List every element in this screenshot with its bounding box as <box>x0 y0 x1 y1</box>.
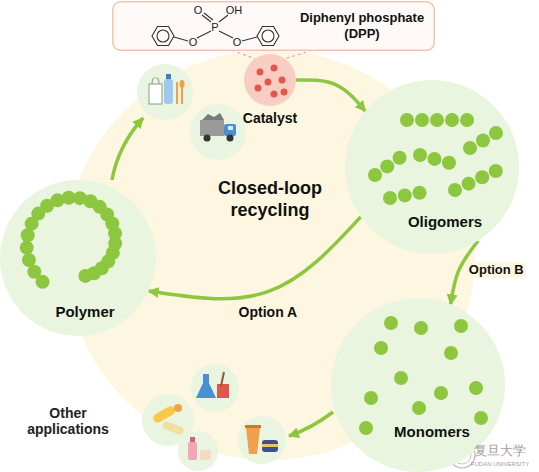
edge-label: Option A <box>237 303 300 320</box>
atom-label: O <box>194 4 203 17</box>
box-outline <box>113 2 435 51</box>
plastic-products-icon <box>137 64 193 120</box>
section-label: Other applications <box>12 405 124 437</box>
monomer-units <box>359 316 488 435</box>
packaging-icon <box>238 416 286 464</box>
polymer-circle: Polymer <box>0 180 156 336</box>
watermark-text: FUDAN UNIVERSITY <box>471 461 529 468</box>
circle-outline <box>0 180 156 336</box>
oligomer-circle: Oligomers <box>345 80 519 254</box>
node-label: Polymer <box>55 303 114 321</box>
node-label: Catalyst <box>243 110 297 127</box>
circle-outline <box>345 80 519 254</box>
watermark-text: 复旦大学 <box>474 444 526 459</box>
truck-icon <box>190 104 246 160</box>
catalyst-dots <box>255 65 288 98</box>
atom-label: O <box>189 36 198 49</box>
chemistry-icon <box>191 364 239 412</box>
circle-outline <box>244 54 296 106</box>
monomer-units <box>20 191 122 289</box>
node-label: Diphenyl phosphate (DPP) <box>297 10 427 41</box>
structure-drawing <box>152 13 279 46</box>
info-box-outline <box>112 1 435 51</box>
monomer-units <box>368 113 503 205</box>
catalyst-circle: Catalyst <box>244 54 296 106</box>
node-label: Closed-loop recycling <box>205 178 335 221</box>
info-box: Diphenyl phosphate (DPP) <box>112 1 435 51</box>
catalyst-circle-outline <box>244 54 296 106</box>
node-label: Oligomers <box>408 213 482 231</box>
atom-label: O <box>233 36 242 49</box>
atom-label: OH <box>226 4 243 17</box>
cosmetics-icon <box>178 431 218 471</box>
node-label: Monomers <box>394 423 470 441</box>
atom-label: P <box>211 21 218 34</box>
edge-label: Option B <box>467 262 526 278</box>
